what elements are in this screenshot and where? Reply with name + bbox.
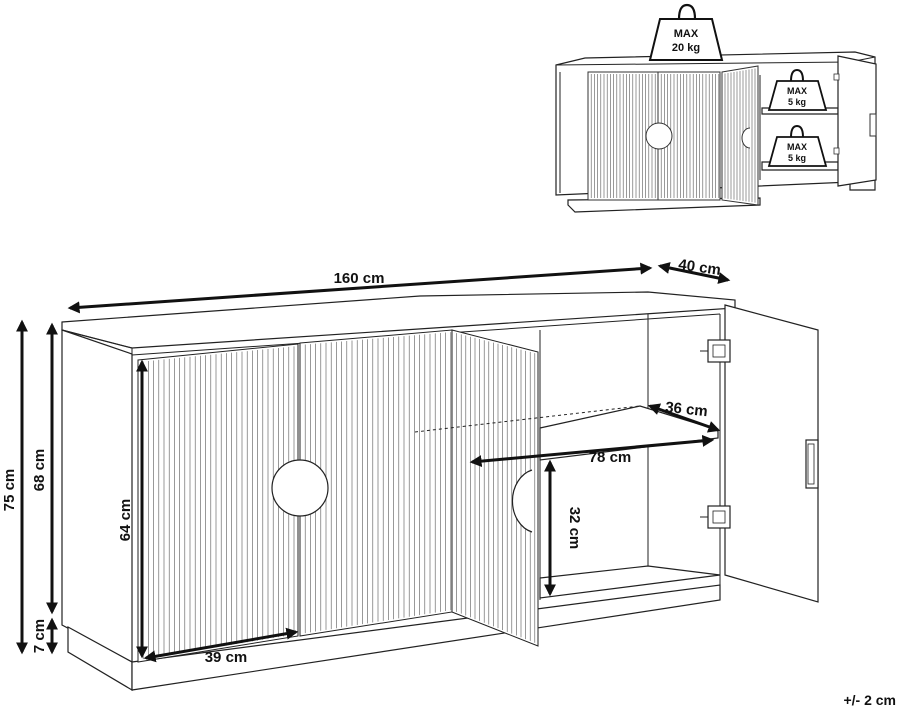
- weight-icon-shelf-lower: MAX 5 kg: [767, 124, 828, 167]
- body-height-label: 68 cm: [31, 449, 48, 492]
- load-capacity-view: MAX 20 kg MAX 5 kg MAX 5 kg: [555, 3, 877, 213]
- depth-arrow: [657, 262, 731, 284]
- hinge-top: [700, 339, 731, 363]
- weight-lower-line2: 5 kg: [788, 153, 806, 163]
- hinge-bottom: [700, 505, 731, 529]
- tolerance-note: +/- 2 cm: [843, 692, 896, 708]
- depth-label: 40 cm: [677, 256, 721, 279]
- door-width-label: 39 cm: [205, 649, 248, 666]
- weight-upper-line2: 5 kg: [788, 97, 806, 107]
- weight-top-line2: 20 kg: [672, 42, 700, 54]
- shelf-width-arrow: [469, 434, 715, 468]
- door-width-arrow: [143, 627, 299, 663]
- total-height-label: 75 cm: [1, 469, 18, 512]
- weight-icon-shelf-upper: MAX 5 kg: [767, 68, 828, 111]
- weight-top-line1: MAX: [674, 28, 699, 40]
- sideboard-main-view: 160 cm 40 cm 75 cm 68 cm 7 cm 64 cm 39 c…: [1, 256, 819, 692]
- shelf-depth-label: 36 cm: [664, 399, 708, 420]
- small-fluted-doors: [587, 65, 759, 206]
- shelf-width-label: 78 cm: [589, 449, 632, 466]
- fluted-door-left: [137, 343, 299, 663]
- shelf-depth-arrow: [647, 403, 721, 433]
- shelf-spacing-label: 32 cm: [566, 507, 583, 550]
- width-label: 160 cm: [334, 270, 385, 287]
- right-open-door: [724, 304, 819, 603]
- weight-upper-line1: MAX: [787, 86, 807, 96]
- base-height-label: 7 cm: [31, 619, 48, 653]
- half-handle-open-door: [511, 469, 533, 533]
- door-height-label: 64 cm: [117, 499, 134, 542]
- width-arrow: [67, 262, 653, 314]
- weight-lower-line1: MAX: [787, 142, 807, 152]
- weight-icon-top: MAX 20 kg: [648, 3, 724, 61]
- round-handle: [271, 459, 329, 517]
